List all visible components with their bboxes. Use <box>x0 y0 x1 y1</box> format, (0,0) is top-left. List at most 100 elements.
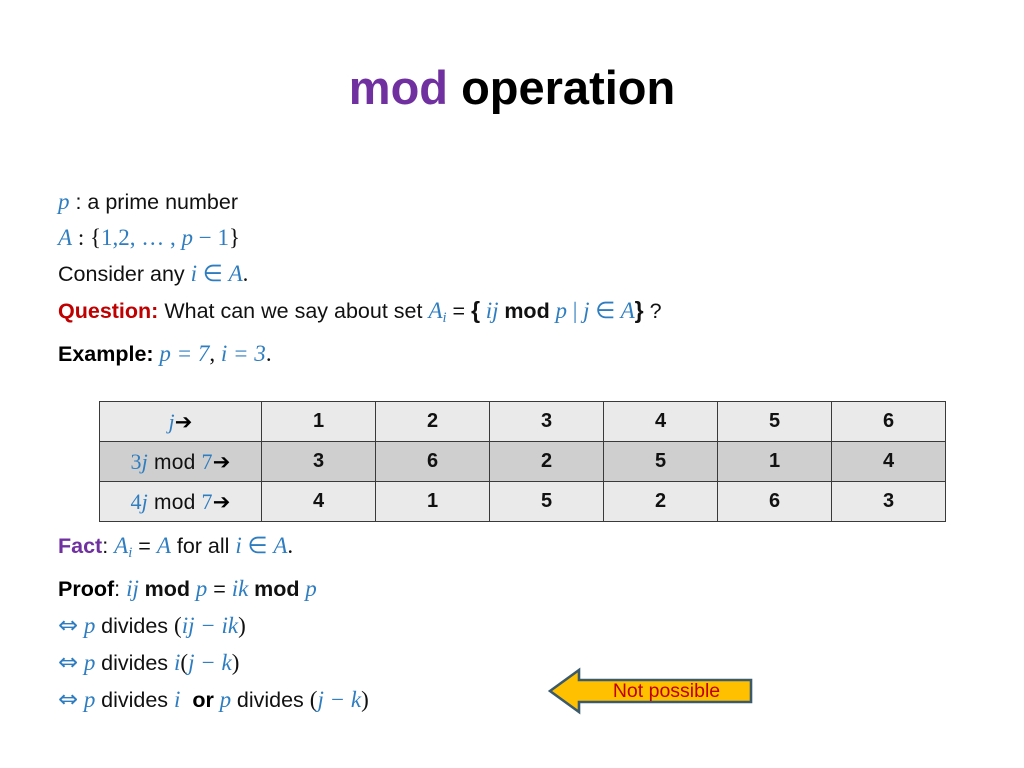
table-cell: 6 <box>375 441 490 482</box>
symbol-A-4: A <box>615 298 635 323</box>
symbol-A-fact: A <box>156 533 171 558</box>
paren-close-1: ) <box>238 613 246 639</box>
symbol-j-row1: j <box>141 448 148 474</box>
page-title-accent: mod <box>348 61 449 114</box>
table-row-label-4j: 4j mod 7➔ <box>99 481 262 522</box>
such-that-pipe: | <box>572 298 578 323</box>
table-cell: 5 <box>489 481 604 522</box>
symbol-ij: ij <box>480 298 505 323</box>
symbol-A-fact-2: A <box>273 533 288 558</box>
fact-text: for all <box>170 534 236 558</box>
text-line-consider: Consider any i ∈ A. <box>58 256 978 292</box>
body-text-block: p : a prime number A : {1,2, … , p − 1} … <box>58 184 978 372</box>
coefficient-4: 4 <box>130 488 142 514</box>
symbol-p-3: p <box>549 298 573 323</box>
symbol-Ai-fact: A <box>114 533 129 558</box>
table-row-4j: 4j mod 7➔ 4 1 5 2 6 3 <box>99 481 946 522</box>
symbol-Ai: A <box>428 298 443 323</box>
table-row-label-3j: 3j mod 7➔ <box>99 441 262 482</box>
expression-j-minus-k: j − k <box>188 650 232 676</box>
set-brace-open: { <box>471 297 481 323</box>
table-cell: 6 <box>717 481 832 522</box>
table-cell: 2 <box>489 441 604 482</box>
fact-colon: : <box>102 534 115 558</box>
mod-operator-row2: mod <box>147 490 202 514</box>
question-text: What can we say about set <box>158 299 429 323</box>
table-cell: 2 <box>603 481 718 522</box>
iff-icon: ⇔ <box>58 648 79 677</box>
symbol-j-header: j <box>168 408 175 434</box>
subscript-i: i <box>442 310 447 327</box>
symbol-j: j <box>577 298 596 323</box>
fact-keyword: Fact <box>58 534 103 558</box>
or-keyword: or <box>192 688 214 713</box>
modulus-7-row2: 7 <box>201 488 213 514</box>
table-cell: 4 <box>831 441 946 482</box>
divides-text-3: divides <box>101 688 175 713</box>
minus-one: − 1 <box>193 225 229 250</box>
symbol-p-step2: p <box>78 650 102 676</box>
equals-3: = <box>207 577 232 602</box>
colon-separator: : <box>72 225 90 250</box>
mod-values-table: j➔ 1 2 3 4 5 6 3j mod 7➔ 3 6 2 5 1 4 4j … <box>99 401 946 522</box>
symbol-A-3: A <box>228 261 243 286</box>
divides-text-1: divides <box>101 614 175 639</box>
table-cell: 5 <box>603 441 718 482</box>
mod-operator-row1: mod <box>147 450 202 474</box>
expression-ij-minus-ik: ij − ik <box>181 613 239 639</box>
mod-operator-3: mod <box>254 577 300 602</box>
table-cell: 3 <box>489 401 604 442</box>
table-cell: 5 <box>717 401 832 442</box>
text-line-p-definition: p : a prime number <box>58 184 978 220</box>
consider-lead: Consider any <box>58 262 191 286</box>
symbol-j-row2: j <box>141 488 148 514</box>
symbol-i-step3: i <box>174 687 181 713</box>
coefficient-3: 3 <box>130 448 142 474</box>
brace-open: { <box>89 225 101 250</box>
right-arrow-icon: ➔ <box>212 449 231 474</box>
iff-icon: ⇔ <box>58 611 79 640</box>
paren-open-1: ( <box>174 613 182 639</box>
text-line-A-definition: A : {1,2, … , p − 1} <box>58 220 978 256</box>
table-cell: 1 <box>261 401 376 442</box>
subscript-i-fact: i <box>128 545 133 562</box>
proof-keyword: Proof <box>58 577 115 602</box>
mod-operator-1: mod <box>504 299 550 323</box>
text-line-step-3: ⇔ p divides i or p divides (j − k) <box>58 681 978 718</box>
text-line-fact: Fact: Ai = A for all i ∈ A. <box>58 528 978 571</box>
question-keyword: Question: <box>58 299 159 323</box>
proof-text-block: Fact: Ai = A for all i ∈ A. Proof: ij mo… <box>58 528 978 718</box>
paren-close-3: ) <box>361 687 369 713</box>
equals-1: = <box>446 299 472 323</box>
text-line-question: Question: What can we say about set Ai =… <box>58 292 978 336</box>
text-line-step-2: ⇔ p divides i(j − k) <box>58 644 978 681</box>
table-cell: 6 <box>831 401 946 442</box>
table-cell: 4 <box>261 481 376 522</box>
page-title: mod operation <box>0 62 1024 114</box>
symbol-ik-proof: ik <box>231 576 255 602</box>
table-cell: 4 <box>603 401 718 442</box>
left-arrow-shape-icon <box>548 667 753 715</box>
element-of-3: ∈ <box>241 533 274 558</box>
element-of-2: ∈ <box>595 298 616 323</box>
line1-text: : a prime number <box>69 190 238 214</box>
example-p-value: p = 7 <box>153 341 210 367</box>
equals-2: = <box>132 534 157 558</box>
table-cell: 3 <box>831 481 946 522</box>
iff-icon: ⇔ <box>58 685 79 714</box>
mod-operator-2: mod <box>144 577 191 602</box>
divides-text-4: divides <box>236 688 310 713</box>
table-cell: 1 <box>375 481 490 522</box>
right-arrow-icon: ➔ <box>212 489 231 514</box>
example-i-value: i = 3 <box>220 341 266 367</box>
text-line-proof: Proof: ij mod p = ik mod p <box>58 571 978 607</box>
element-of: ∈ <box>197 261 229 286</box>
symbol-i-step2: i <box>174 650 181 676</box>
question-mark: ? <box>643 299 662 323</box>
paren-open-3: ( <box>309 687 318 713</box>
brace-close: } <box>228 225 241 250</box>
symbol-p-proof-1: p <box>190 576 208 602</box>
text-line-step-1: ⇔ p divides (ij − ik) <box>58 607 978 644</box>
symbol-p: p <box>58 189 70 214</box>
example-keyword: Example: <box>58 342 154 367</box>
